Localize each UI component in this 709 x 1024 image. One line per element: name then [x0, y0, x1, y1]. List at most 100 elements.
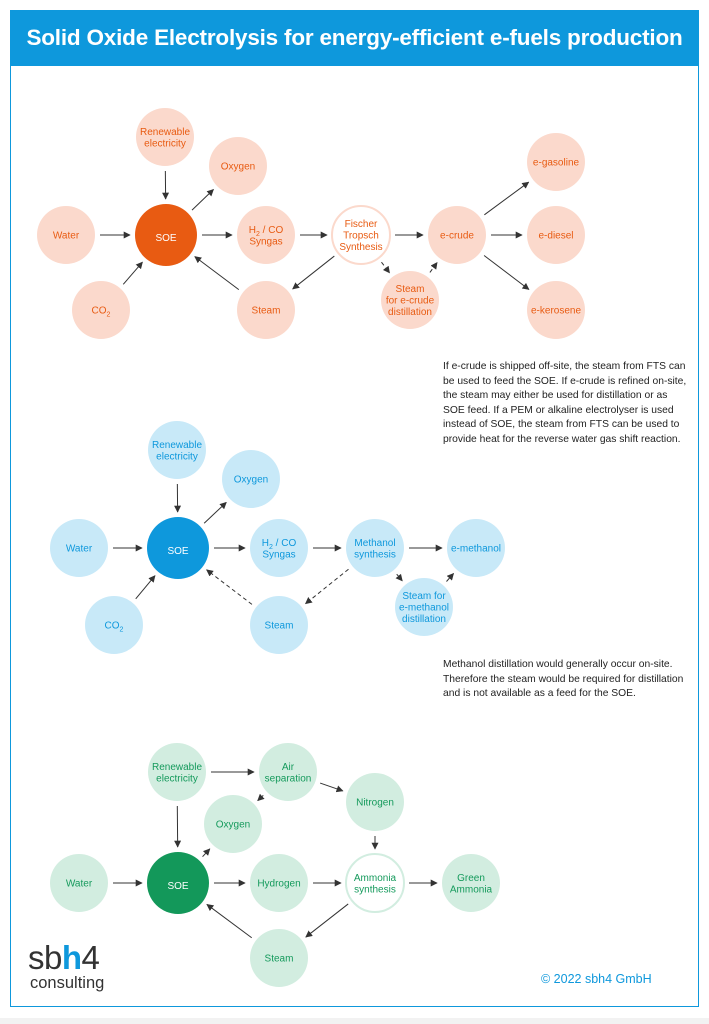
node-circle: [259, 743, 317, 801]
node-egasoline: e-gasoline: [527, 133, 585, 191]
arrow-fischer-to-steam: [292, 255, 335, 290]
node-label: Methanol: [354, 538, 395, 549]
node-label: Water: [66, 544, 93, 555]
node-circle: [447, 519, 505, 577]
node-label: separation: [265, 773, 312, 784]
node-label: distillation: [402, 614, 446, 625]
node-label: Syngas: [249, 236, 282, 247]
arrow-steam-to-soe: [194, 256, 240, 291]
flow-arrows: [100, 170, 530, 291]
node-oxygen: Oxygen: [222, 450, 280, 508]
node-label: Water: [66, 879, 93, 890]
node-label: Air: [282, 762, 295, 773]
node-label: Steam: [396, 284, 425, 295]
node-circle: [331, 205, 391, 265]
node-circle: [250, 519, 308, 577]
node-oxygen: Oxygen: [209, 137, 267, 195]
node-label: Renewable: [152, 762, 202, 773]
node-circle: [85, 596, 143, 654]
copyright: © 2022 sbh4 GmbH: [541, 972, 652, 986]
flow-arrows: [113, 483, 454, 605]
arrow-air_sep-to-nitrogen: [319, 782, 344, 793]
node-steam: Steam: [250, 929, 308, 987]
node-label: e-methanol: [399, 603, 449, 614]
arrow-methanol_synth-to-steam_distill: [395, 573, 403, 582]
node-hydrogen: Hydrogen: [250, 854, 308, 912]
flow-arrows: [113, 768, 438, 939]
fts-steam-note: If e-crude is shipped off-site, the stea…: [443, 361, 687, 445]
arrow-steam_distill-to-ecrude: [429, 261, 438, 273]
node-circle: [237, 206, 295, 264]
node-label: Syngas: [262, 549, 295, 560]
node-nitrogen: Nitrogen: [346, 773, 404, 831]
logo-subtitle: consulting: [30, 974, 105, 992]
node-circle: [250, 596, 308, 654]
node-label: Ammonia: [354, 873, 397, 884]
node-steam: Steam: [237, 281, 295, 339]
node-label: SOE: [155, 233, 176, 244]
node-circle: [135, 204, 197, 266]
node-circle: [136, 108, 194, 166]
process-nodes: RenewableelectricityAirseparationOxygenN…: [50, 743, 500, 987]
node-label: Synthesis: [339, 242, 382, 253]
arrow-ammonia_synth-to-steam: [305, 903, 349, 938]
node-label: Oxygen: [234, 475, 268, 486]
node-label: SOE: [167, 546, 188, 557]
node-label: e-kerosene: [531, 306, 581, 317]
node-label: Tropsch: [343, 231, 379, 242]
arrow-soe-to-oxygen: [203, 501, 227, 524]
node-circle: [50, 854, 108, 912]
node-ediesel: e-diesel: [527, 206, 585, 264]
node-circle: [148, 743, 206, 801]
node-circle: [428, 206, 486, 264]
node-label: H2 / CO: [262, 538, 297, 551]
node-label: electricity: [144, 138, 186, 149]
node-circle: [250, 854, 308, 912]
node-circle: [37, 206, 95, 264]
node-circle: [147, 852, 209, 914]
node-label: e-methanol: [451, 544, 501, 555]
node-label: Water: [53, 231, 80, 242]
node-circle: [147, 517, 209, 579]
node-label: Green: [457, 873, 485, 884]
arrow-soe-to-oxygen: [202, 848, 211, 858]
node-circle: [50, 519, 108, 577]
node-label: Renewable: [152, 440, 202, 451]
node-label: Steam: [265, 954, 294, 965]
arrow-ecrude-to-egasoline: [484, 181, 530, 216]
node-label: electricity: [156, 773, 198, 784]
methanol-distillation-note: Methanol distillation would generally oc…: [443, 659, 684, 700]
arrow-air_sep-to-oxygen: [257, 793, 265, 802]
node-label: e-diesel: [538, 231, 573, 242]
arrow-co2-to-soe: [122, 261, 143, 285]
arrow-co2-to-soe: [135, 575, 156, 600]
node-circle: [395, 578, 453, 636]
node-emethanol: e-methanol: [447, 519, 505, 577]
node-circle: [527, 206, 585, 264]
arrow-fischer-to-steam_distill: [381, 261, 390, 274]
node-label: Nitrogen: [356, 798, 394, 809]
arrow-methanol_synth-to-steam: [304, 568, 349, 605]
node-water: Water: [37, 206, 95, 264]
node-soe: SOE: [147, 517, 209, 579]
node-label: electricity: [156, 451, 198, 462]
node-label: Oxygen: [221, 162, 255, 173]
node-circle: [209, 137, 267, 195]
node-label: Fischer: [345, 219, 378, 230]
node-label: SOE: [167, 881, 188, 892]
node-circle: [345, 853, 405, 913]
node-soe: SOE: [147, 852, 209, 914]
